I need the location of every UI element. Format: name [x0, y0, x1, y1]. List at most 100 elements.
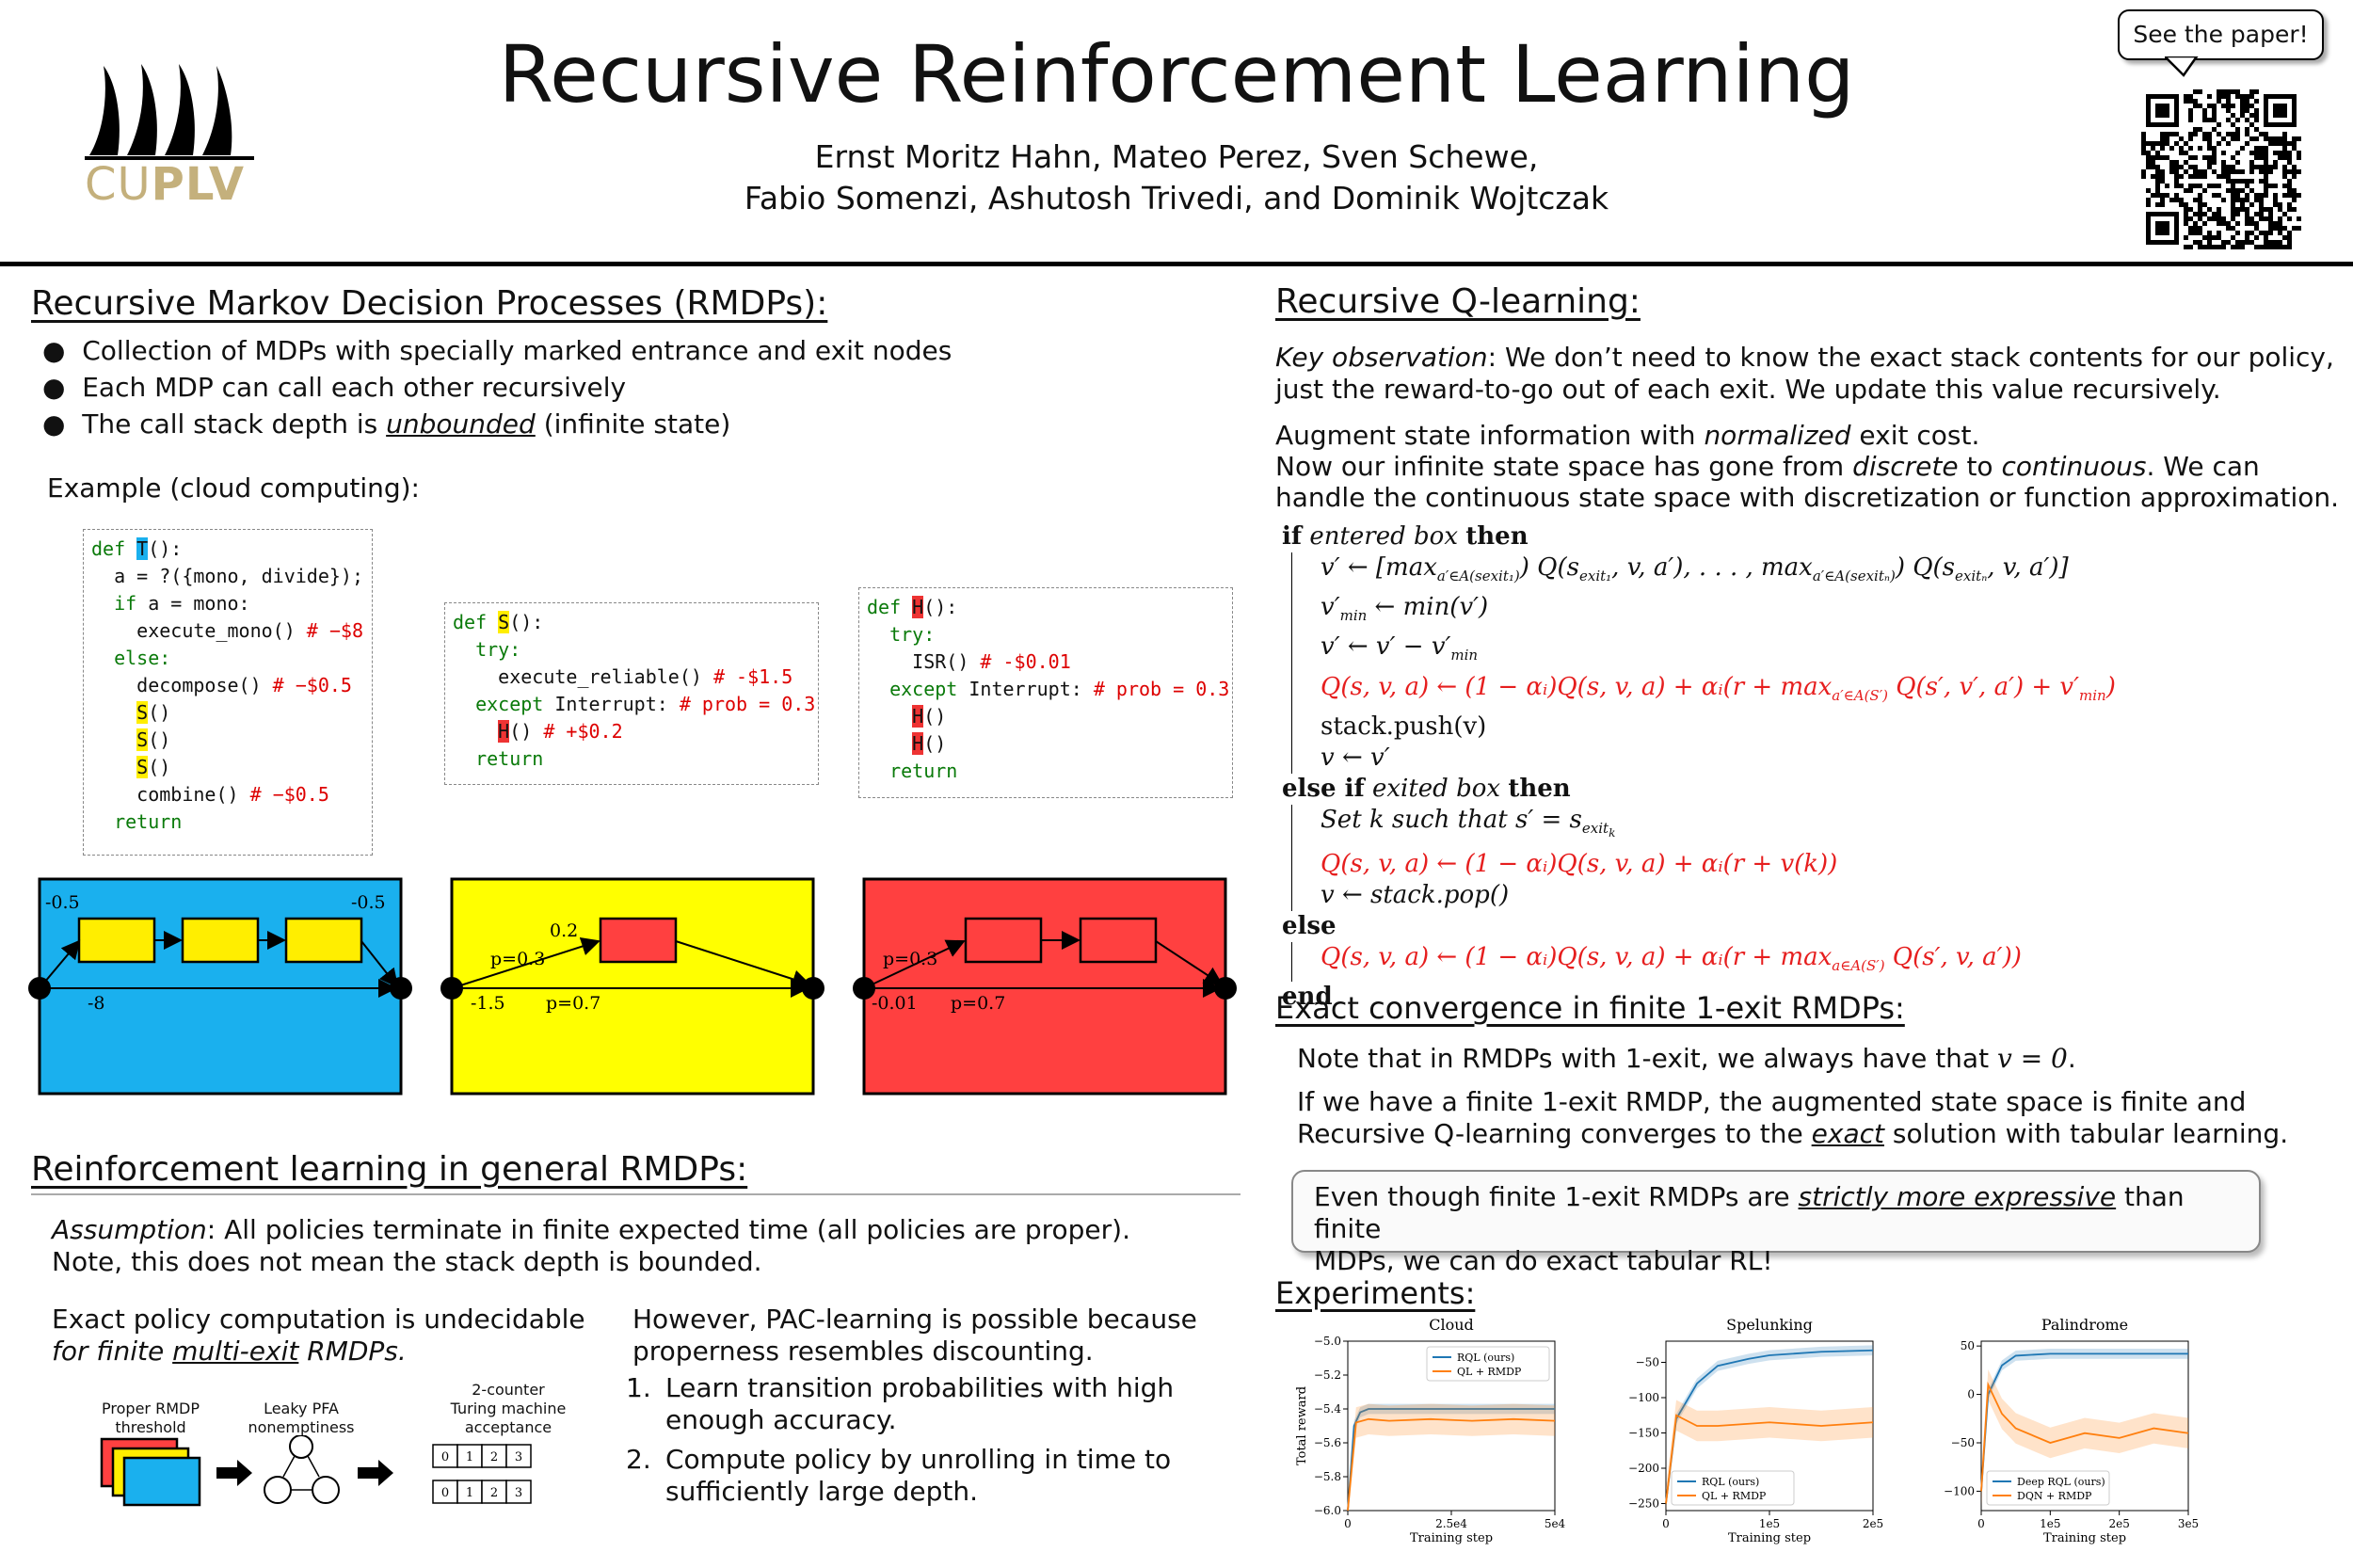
pfa-graph-icon [264, 1435, 340, 1504]
m: exit₁ [1578, 568, 1612, 585]
qr-module [2151, 174, 2155, 179]
qr-module [2198, 89, 2202, 94]
qr-module [2217, 235, 2221, 240]
qr-module [2264, 188, 2268, 193]
qr-module [2207, 207, 2212, 212]
algo-line: v ← stack.pop() [1321, 880, 2223, 911]
qr-module [2207, 146, 2212, 151]
qr-module [2155, 141, 2160, 146]
m: exit [1581, 819, 1609, 837]
qr-module [2146, 160, 2151, 165]
qr-module [2231, 104, 2235, 108]
algo-line: Set k such that s′ = sexitk [1321, 805, 2223, 849]
pac-line-2: properness resembles discounting. [632, 1336, 1094, 1367]
qr-module [2226, 104, 2231, 108]
kw: else [1282, 911, 1337, 940]
qr-module [2249, 160, 2254, 165]
header-divider [0, 262, 2353, 266]
qr-module [2287, 151, 2292, 155]
kw-def: def [91, 537, 137, 560]
rmdp-bullets: ● Collection of MDPs with specially mark… [42, 335, 952, 440]
expressive-callout: Even though finite 1-exit RMDPs are stri… [1291, 1170, 2261, 1276]
authors-line-2: Fabio Somenzi, Ashutosh Trivedi, and Dom… [744, 180, 1609, 216]
qr-module [2297, 216, 2301, 221]
qr-module [2221, 169, 2226, 174]
emph: strictly more expressive [1798, 1181, 2117, 1212]
kw-return: return [453, 747, 544, 770]
label-line: Proper RMDP [102, 1400, 200, 1417]
qr-module [2188, 188, 2193, 193]
y-tick-label: 50 [1961, 1339, 1975, 1352]
text: than finite [1314, 1181, 2185, 1244]
qr-module [2259, 151, 2264, 155]
assumption-body: : All policies terminate in finite expec… [206, 1214, 1130, 1245]
legend-label: QL + RMDP [1457, 1366, 1522, 1378]
emph: discrete [1852, 451, 1959, 482]
step-text: Compute policy by unrolling in time to [665, 1444, 1172, 1475]
qr-module [2249, 113, 2254, 118]
qr-module [2217, 216, 2221, 221]
qr-module [2264, 231, 2268, 235]
qr-module [2287, 179, 2292, 184]
qr-module [2240, 207, 2245, 212]
m: exitₙ [1857, 568, 1890, 585]
qr-module [2278, 216, 2282, 221]
qr-module [2292, 141, 2297, 146]
qr-module [2188, 226, 2193, 231]
qr-module [2165, 136, 2169, 141]
qr-module [2221, 174, 2226, 179]
qr-code-icon[interactable] [2141, 89, 2301, 249]
qr-module [2221, 136, 2226, 141]
qr-module [2264, 235, 2268, 240]
qr-module [2160, 174, 2165, 179]
qr-module [2231, 245, 2235, 249]
qr-module [2273, 240, 2278, 245]
qr-module [2292, 174, 2297, 179]
box-H [599, 917, 678, 964]
qr-module [2240, 104, 2245, 108]
qr-module [2249, 231, 2254, 235]
qr-module [2198, 212, 2202, 216]
qr-module [2287, 160, 2292, 165]
qr-module [2155, 193, 2160, 198]
qr-module [2155, 174, 2160, 179]
qr-module [2146, 165, 2151, 169]
m: a′∈A(S′) [1832, 686, 1888, 704]
m: ) [2105, 672, 2116, 701]
m: v′ ← [max [1321, 553, 1437, 582]
m: Q(s′, v′, a′) + v′ [1887, 672, 2080, 701]
qr-module [2245, 212, 2249, 216]
qr-module [2282, 165, 2287, 169]
qr-module [2174, 160, 2179, 165]
qr-module [2235, 94, 2240, 99]
code-text: Interrupt: [957, 678, 1094, 700]
qr-module [2155, 151, 2160, 155]
m: v ← v′ [1321, 743, 1390, 772]
qr-module [2259, 146, 2264, 151]
qr-module [2264, 207, 2268, 212]
qr-finder-core [2155, 104, 2169, 118]
qr-module [2268, 245, 2273, 249]
qr-module [2146, 151, 2151, 155]
qr-module [2202, 212, 2207, 216]
call-H: H [498, 720, 510, 743]
qr-module [2160, 132, 2165, 136]
qr-module [2141, 169, 2146, 174]
qr-module [2141, 146, 2146, 151]
qr-module [2207, 165, 2212, 169]
qr-module [2231, 113, 2235, 118]
qr-module [2221, 94, 2226, 99]
series-band [1348, 1403, 1555, 1511]
step-1: 1.Learn transition probabilities with hi… [626, 1372, 1174, 1436]
qr-module [2202, 155, 2207, 160]
kw-try: try: [453, 638, 521, 661]
code-text: (): [923, 596, 958, 618]
qr-module [2221, 165, 2226, 169]
qr-module [2226, 169, 2231, 174]
qr-module [2231, 179, 2235, 184]
qr-callout-text: See the paper! [2133, 21, 2309, 48]
edge-label: -1.5 [471, 993, 505, 1014]
qr-module [2174, 165, 2179, 169]
chart-title: Cloud [1429, 1316, 1474, 1334]
m: exit₁ [1481, 568, 1514, 585]
